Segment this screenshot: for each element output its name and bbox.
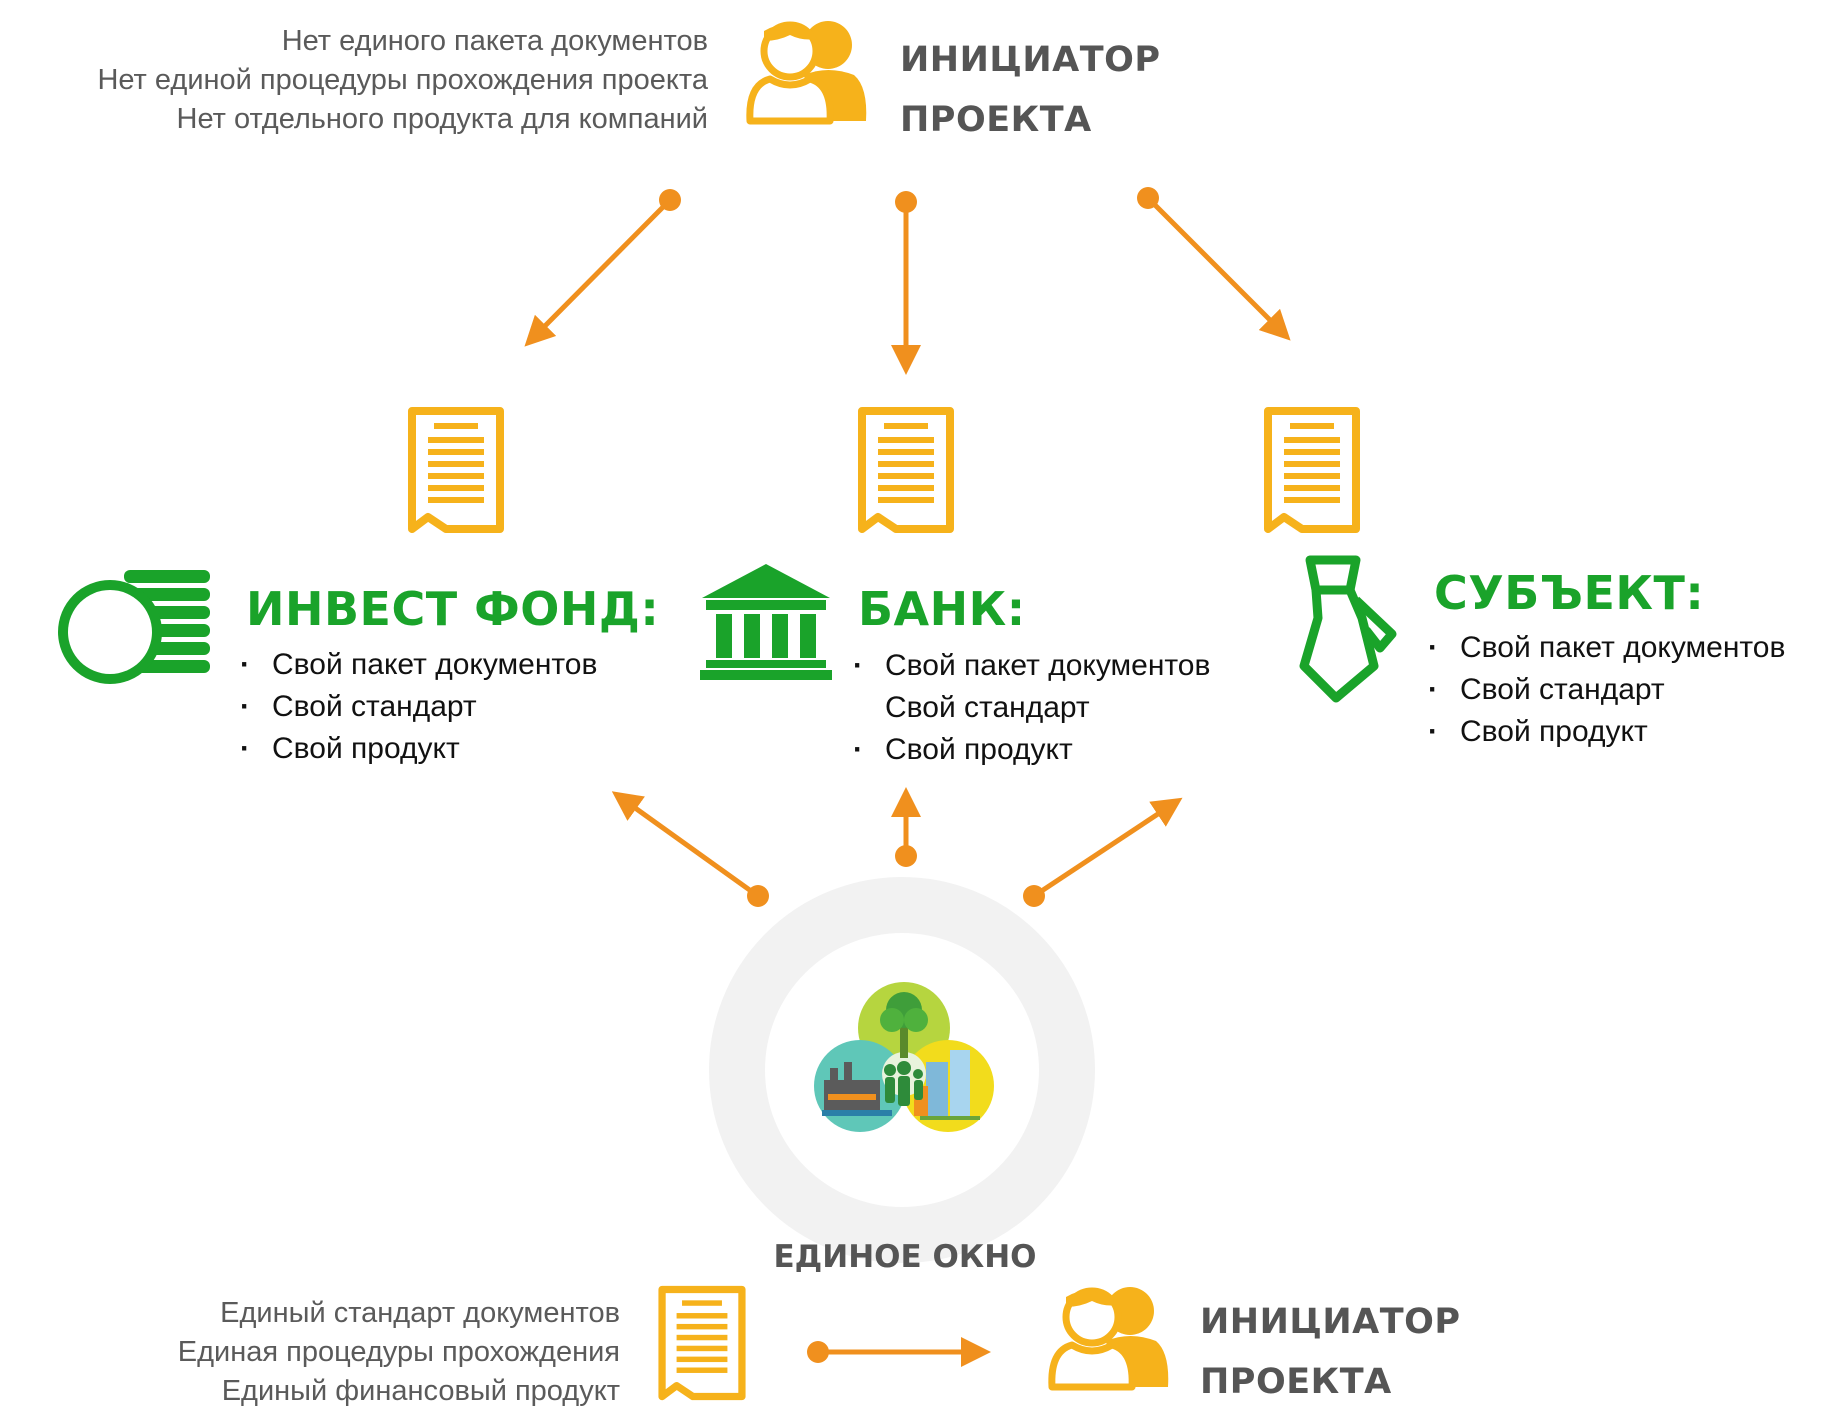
initiator-label-top: ИНИЦИАТОР ПРОЕКТА [900,40,1161,140]
list-item: Свой стандарт [885,691,1090,724]
subject-title: СУБЪЕКТ: [1434,566,1705,620]
list-item: Свой пакет документов [1428,627,1785,669]
bank-title: БАНК: [858,582,1026,636]
arrow-center-right [1032,797,1183,899]
arrow-top-left [524,198,672,347]
list-item: Свой стандарт [240,686,597,728]
coins-icon [58,570,210,684]
fund-title: ИНВЕСТ ФОНД: [246,582,660,636]
single-window-emblem-icon [814,982,994,1132]
problem-line: Нет единой процедуры прохождения проекта [97,64,708,96]
problem-line: Нет единого пакета документов [281,25,708,57]
subject-list: Свой пакет документов Свой стандарт Свой… [1428,627,1785,753]
list-item: Свой пакет документов [240,644,597,686]
arrow-center-left [611,791,760,899]
problem-line: Нет отдельного продукта для компаний [176,103,708,135]
list-item: Свой продукт [240,728,597,770]
fund-list: Свой пакет документов Свой стандарт Свой… [240,644,597,770]
tie-icon [1299,555,1397,703]
list-item: Свой стандарт [1428,669,1785,711]
arrow-top-right [1146,196,1291,341]
list-item: Свой продукт [853,729,1210,771]
bank-list: Свой пакет документов Свой стандарт Свой… [853,645,1210,771]
list-item: Свой пакет документов [853,645,1210,687]
list-item: Свой продукт [1428,711,1785,753]
benefit-line: Единая процедуры прохождения [177,1336,620,1368]
benefit-line: Единый стандарт документов [220,1297,620,1329]
initiator-person-icon [1044,1276,1174,1400]
bank-building-icon [700,564,832,680]
problems-list: Нет единого пакета документов Нет единой… [0,22,708,139]
initiator-label-bottom: ИНИЦИАТОР ПРОЕКТА [1200,1302,1461,1402]
single-window-label: ЕДИНОЕ ОКНО [773,1239,1037,1275]
